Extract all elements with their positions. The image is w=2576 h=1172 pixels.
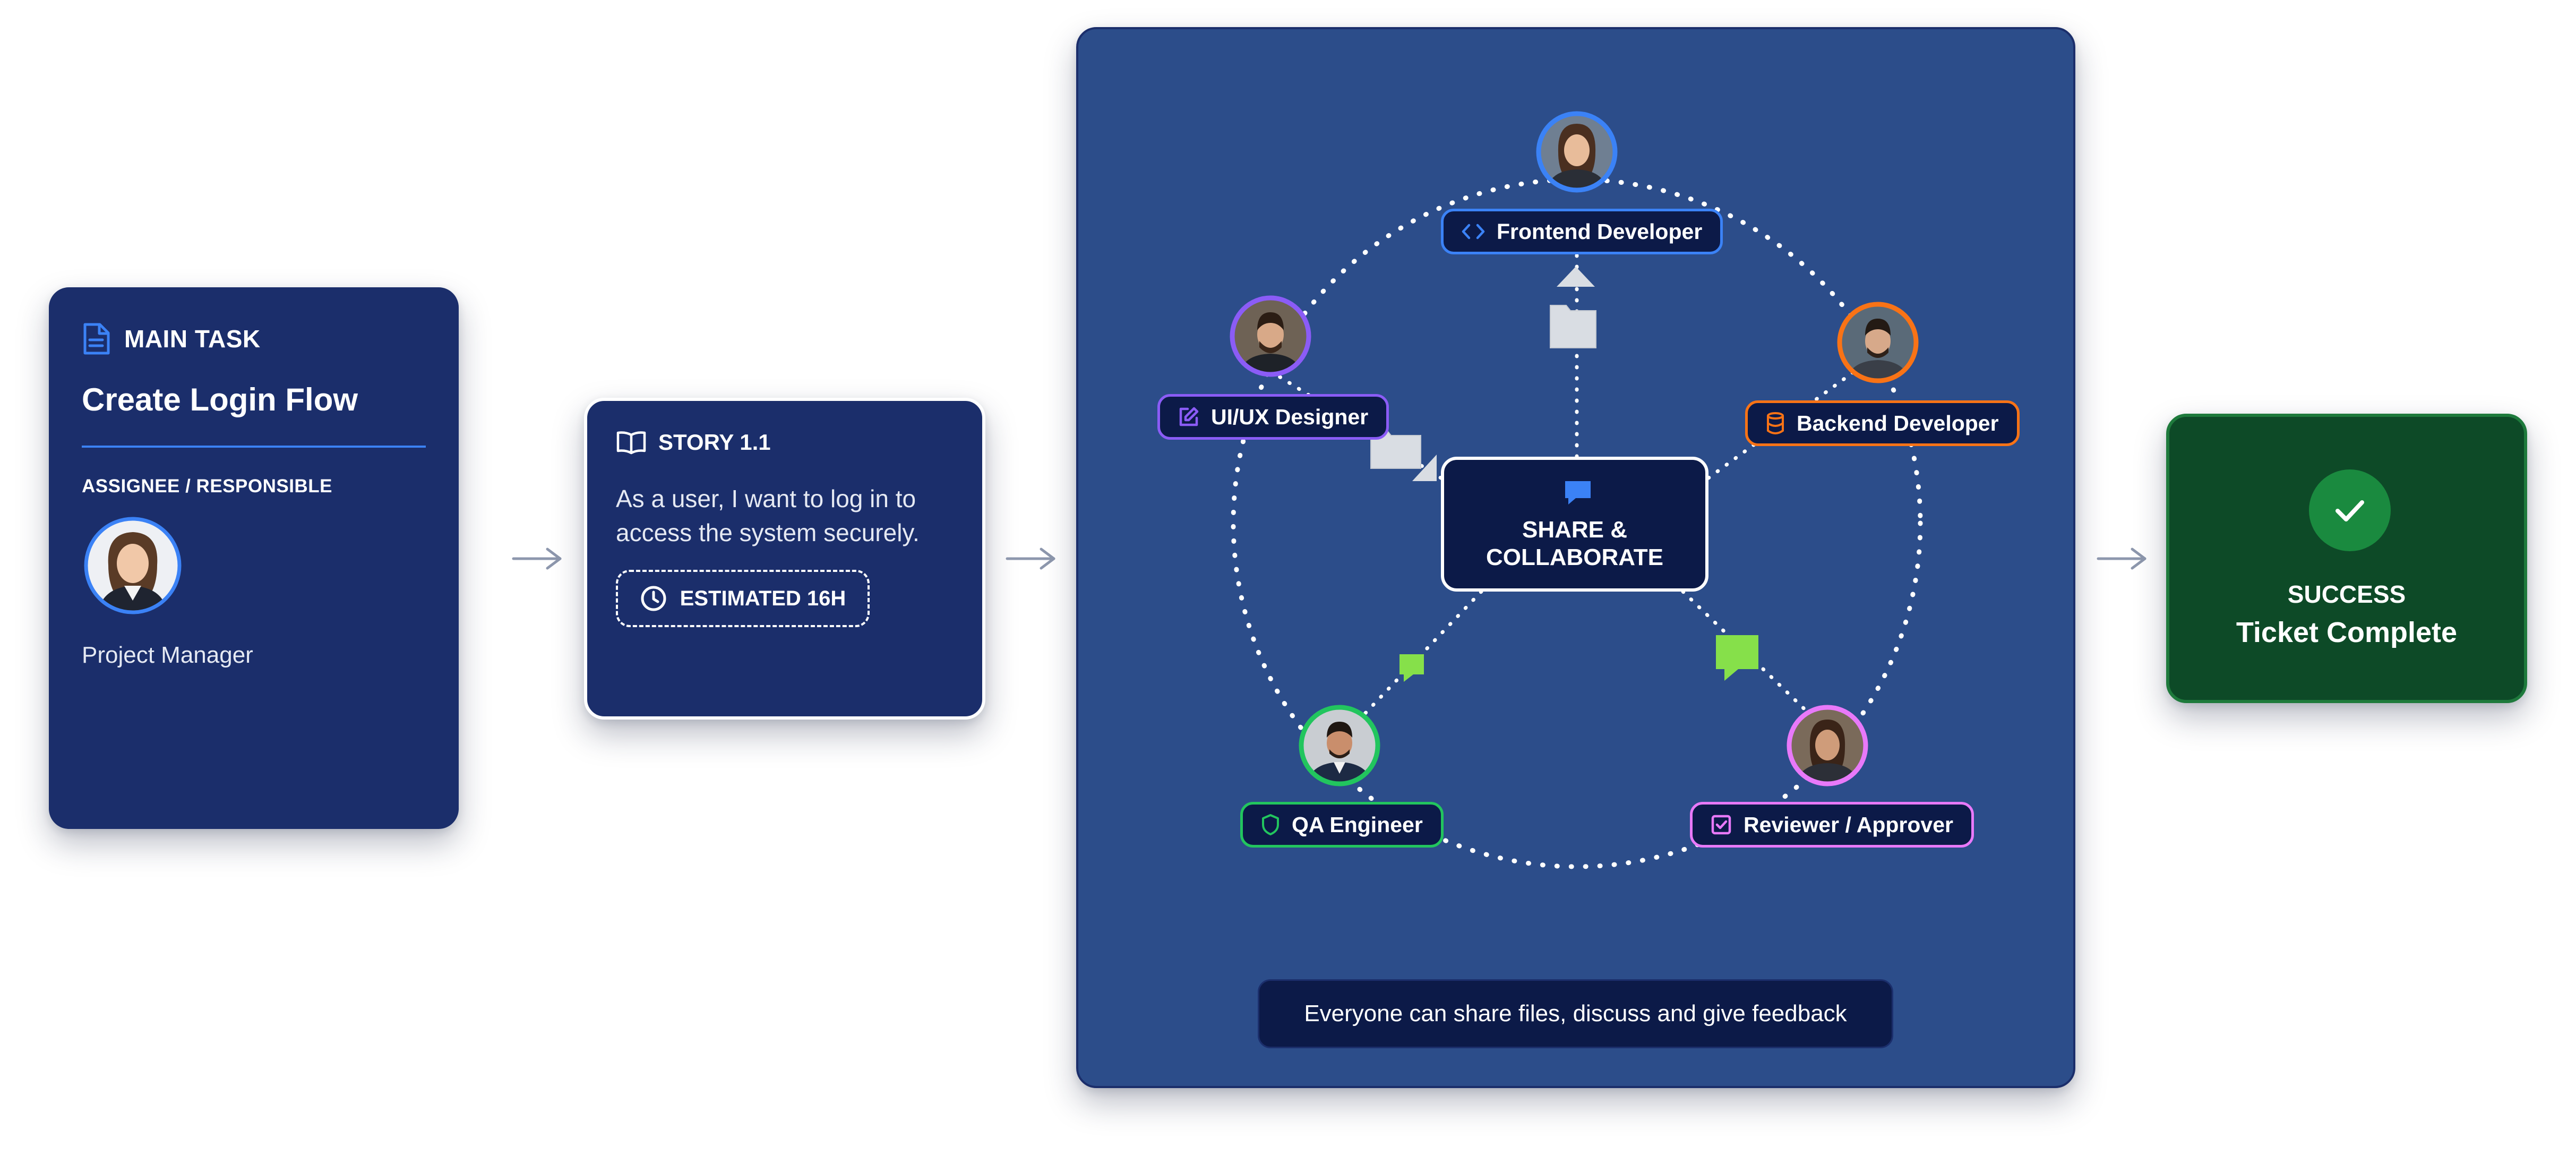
main-task-header: MAIN TASK <box>82 322 261 355</box>
backend-developer-avatar[interactable] <box>1835 300 1921 386</box>
share-collaborate-hub[interactable]: SHARE & COLLABORATE <box>1441 457 1708 592</box>
arrow-right-icon <box>1006 547 1055 570</box>
project-manager-avatar[interactable] <box>82 515 184 617</box>
assignee-label: ASSIGNEE / RESPONSIBLE <box>82 476 332 497</box>
collaboration-note: Everyone can share files, discuss and gi… <box>1258 979 1893 1048</box>
success-check-badge <box>2309 469 2391 551</box>
arrow-right-icon <box>512 547 562 570</box>
check-square-icon <box>1711 815 1731 835</box>
story-description: As a user, I want to log in to access th… <box>616 485 920 546</box>
file-folder-icon <box>1550 305 1596 348</box>
success-card[interactable]: SUCCESS Ticket Complete <box>2166 414 2527 703</box>
role-backend-developer[interactable]: Backend Developer <box>1745 400 2020 446</box>
divider <box>82 446 426 448</box>
reviewer-avatar[interactable] <box>1784 703 1870 789</box>
frontend-developer-avatar[interactable] <box>1534 109 1620 195</box>
story-label: STORY 1.1 <box>658 430 771 455</box>
role-label: Reviewer / Approver <box>1744 812 1953 837</box>
share-diagonal-arrow-icon <box>1412 455 1437 481</box>
role-qa-engineer[interactable]: QA Engineer <box>1240 802 1444 848</box>
story-card[interactable]: STORY 1.1 As a user, I want to log in to… <box>584 398 985 720</box>
chat-bubble-icon <box>1716 635 1758 681</box>
role-frontend-developer[interactable]: Frontend Developer <box>1441 209 1723 254</box>
spoke-qa <box>1337 589 1483 743</box>
estimate-badge: ESTIMATED 16H <box>616 570 870 627</box>
ui-ux-designer-avatar[interactable] <box>1227 293 1313 379</box>
role-label: Frontend Developer <box>1497 219 1703 244</box>
clock-icon <box>641 586 666 611</box>
arrow-right-icon <box>2097 547 2146 570</box>
qa-engineer-avatar[interactable] <box>1296 703 1383 789</box>
success-title: Ticket Complete <box>2236 617 2458 648</box>
assignee-role: Project Manager <box>82 642 253 668</box>
role-label: UI/UX Designer <box>1211 404 1369 429</box>
checkmark-icon <box>2335 500 2364 521</box>
spoke-backend <box>1706 351 1882 480</box>
hub-label: SHARE & COLLABORATE <box>1444 516 1705 571</box>
code-icon <box>1462 224 1485 239</box>
book-icon <box>616 431 646 455</box>
role-label: QA Engineer <box>1292 812 1423 837</box>
task-title: Create Login Flow <box>82 382 358 417</box>
main-task-card[interactable]: MAIN TASK Create Login Flow ASSIGNEE / R… <box>49 287 459 829</box>
role-reviewer-approver[interactable]: Reviewer / Approver <box>1690 802 1974 848</box>
database-icon <box>1767 412 1784 434</box>
hub-label-line2: COLLABORATE <box>1486 544 1664 570</box>
main-task-label: MAIN TASK <box>124 325 261 353</box>
role-label: Backend Developer <box>1797 410 1999 435</box>
success-status: SUCCESS <box>2287 580 2406 608</box>
shield-icon <box>1262 814 1279 835</box>
role-ui-ux-designer[interactable]: UI/UX Designer <box>1157 394 1389 440</box>
story-header: STORY 1.1 <box>616 430 771 455</box>
document-icon <box>83 323 110 355</box>
estimate-label: ESTIMATED 16H <box>680 586 846 610</box>
edit-icon <box>1179 407 1199 426</box>
chat-icon <box>1565 481 1591 504</box>
share-up-arrow-icon <box>1557 267 1595 287</box>
chat-bubble-icon <box>1399 654 1424 682</box>
hub-label-line1: SHARE & <box>1522 517 1628 543</box>
